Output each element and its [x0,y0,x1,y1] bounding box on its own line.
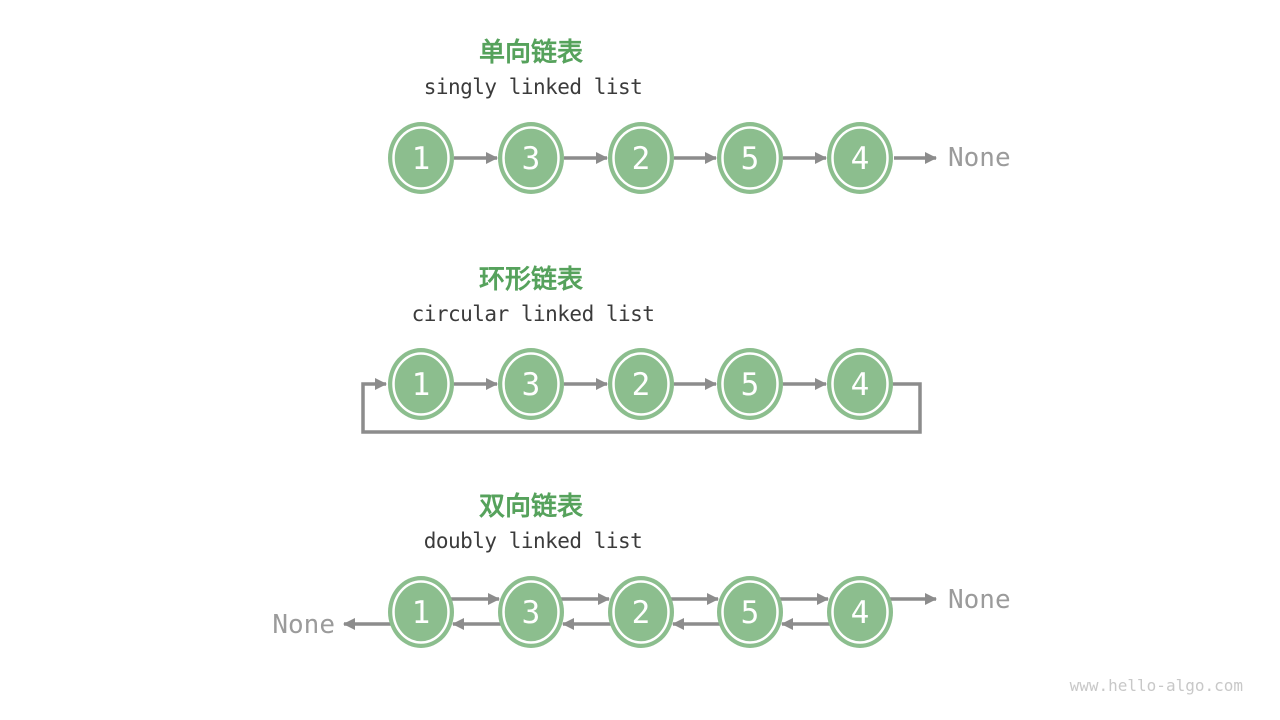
circular-list-title: 环形链表 [478,264,583,294]
list-node: 3 [498,348,564,420]
node-value: 4 [851,595,870,631]
list-node: 5 [717,348,783,420]
node-value: 5 [741,367,760,403]
list-node: 1 [388,348,454,420]
doubly-tail-none-label: None [948,585,1011,615]
list-node: 4 [827,576,893,648]
circular-list-subtitle: circular linked list [411,302,655,326]
node-value: 1 [412,367,431,403]
list-node: 4 [827,348,893,420]
singly-list-subtitle: singly linked list [423,75,643,99]
node-value: 2 [632,595,651,631]
node-value: 1 [412,141,431,177]
node-value: 5 [741,141,760,177]
node-value: 3 [522,595,541,631]
node-value: 3 [522,141,541,177]
list-node: 2 [608,122,674,194]
node-value: 5 [741,595,760,631]
list-node: 5 [717,576,783,648]
doubly-list-title: 双向链表 [478,491,583,521]
list-node: 2 [608,576,674,648]
list-node: 4 [827,122,893,194]
hello-algo-watermark: www.hello-algo.com [1069,676,1243,695]
circular-linked-list-diagram: 1 3 2 5 4 [361,348,922,434]
list-node: 5 [717,122,783,194]
doubly-linked-list-diagram: 1 3 2 5 4 [343,576,937,648]
singly-linked-list-diagram: 1 3 2 5 4 [388,122,937,194]
singly-tail-none-label: None [948,143,1011,173]
node-value: 1 [412,595,431,631]
node-value: 2 [632,141,651,177]
loop-back-arrow [361,378,922,434]
list-node: 3 [498,122,564,194]
doubly-list-subtitle: doubly linked list [423,529,643,553]
list-node: 2 [608,348,674,420]
node-value: 2 [632,367,651,403]
node-value: 3 [522,367,541,403]
node-value: 4 [851,141,870,177]
node-value: 4 [851,367,870,403]
singly-list-title: 单向链表 [478,37,583,67]
list-node: 3 [498,576,564,648]
doubly-head-none-label: None [272,610,335,640]
list-node: 1 [388,576,454,648]
list-node: 1 [388,122,454,194]
